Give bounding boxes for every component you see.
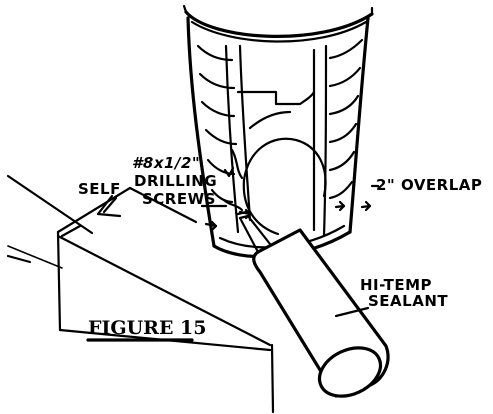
flue-pipe-illustration [182, 4, 374, 259]
screw-size-label: #8x1/2" [132, 154, 200, 172]
screw-label-screws: SCREWS [142, 190, 216, 208]
sealant-tube-illustration [236, 210, 390, 398]
overlap-label: 2" OVERLAP [376, 176, 482, 194]
sealant-label-line1: HI-TEMP [360, 276, 432, 294]
leader-sealant [334, 306, 370, 318]
sealant-label-line2: SEALANT [368, 292, 448, 310]
screw-label-self: SELF [78, 180, 121, 198]
screw-arrow-icon [204, 200, 372, 232]
figure-title: FIGURE 15 [88, 317, 207, 339]
stove-box-illustration [6, 174, 360, 414]
screw-label-drilling: DRILLING [134, 172, 217, 190]
